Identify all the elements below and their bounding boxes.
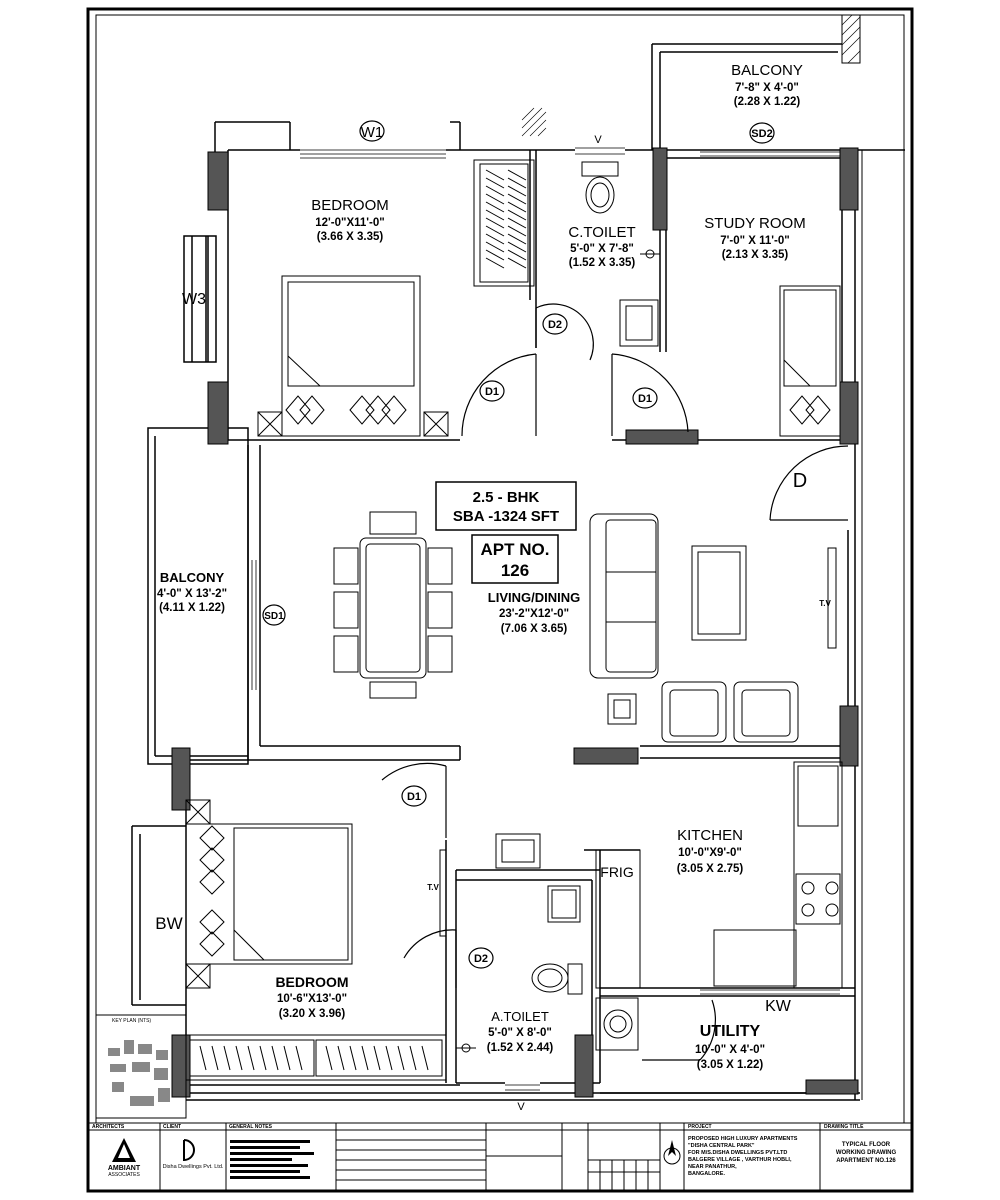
- utility-size: 10'-0" X 4'-0": [695, 1044, 765, 1056]
- bhk-info-box: [435, 481, 577, 531]
- study-size: 7'-0" X 11'-0": [720, 235, 789, 247]
- tag-tv-living: T.V: [819, 599, 831, 608]
- bedroom1-size: 12'-0"X11'-0": [315, 217, 384, 229]
- balcony-left-name: BALCONY: [160, 570, 225, 585]
- a-toilet-size: 5'-0" X 8'-0": [488, 1027, 552, 1039]
- bedroom2-furniture: [185, 799, 447, 1081]
- general-notes-label: GENERAL NOTES: [229, 1124, 273, 1130]
- project-line-3: FOR M/S.DISHA DWELLINGS PVT.LTD: [688, 1150, 787, 1156]
- project-label: PROJECT: [688, 1124, 712, 1130]
- a-toilet-metric: (1.52 X 2.44): [487, 1042, 554, 1054]
- kitchen-name: KITCHEN: [677, 827, 743, 844]
- architect-sub: ASSOCIATES: [108, 1172, 140, 1178]
- tag-tv-bed: T.V: [427, 883, 439, 892]
- project-line-5: NEAR PANATHUR,: [688, 1164, 737, 1170]
- a-toilet-name: A.TOILET: [491, 1009, 549, 1024]
- balcony-left-size: 4'-0" X 13'-2": [157, 588, 227, 600]
- bhk-label: 2.5 - BHK: [473, 489, 540, 506]
- drawing-title-line-1: TYPICAL FLOOR: [842, 1142, 891, 1148]
- architects-label: ARCHITECTS: [92, 1124, 125, 1130]
- tag-d1-bed: D1: [407, 791, 421, 803]
- architect-logo: [112, 1138, 136, 1162]
- balcony-top-size: 7'-8" X 4'-0": [735, 82, 799, 94]
- tag-frig: FRIG: [600, 864, 633, 880]
- tag-sd1: SD1: [264, 611, 284, 622]
- utility-metric: (3.05 X 1.22): [697, 1059, 764, 1071]
- c-toilet-size: 5'-0" X 7'-8": [570, 243, 634, 255]
- c-toilet-fixtures: [581, 161, 660, 347]
- living-size: 23'-2"X12'-0": [499, 608, 569, 620]
- doors: [381, 303, 849, 1061]
- architect-name: AMBIANT: [108, 1165, 141, 1172]
- apt-no-box: [471, 534, 559, 584]
- living-name: LIVING/DINING: [488, 590, 580, 605]
- bedroom1-name: BEDROOM: [311, 197, 389, 214]
- client-name: Disha Dwellings Pvt. Ltd.: [163, 1164, 224, 1170]
- study-furniture: [779, 285, 841, 437]
- tag-d2-top: D2: [548, 319, 562, 331]
- column-top-right: [841, 14, 861, 64]
- hatch-duct: [521, 107, 547, 137]
- tag-w1: W1: [361, 124, 384, 141]
- tag-w3: W3: [182, 291, 206, 308]
- drawing-title-line-2: WORKING DRAWING: [836, 1150, 897, 1156]
- tag-sd2: SD2: [751, 128, 772, 140]
- windows: [251, 147, 840, 1091]
- balcony-left-metric: (4.11 X 1.22): [159, 602, 225, 614]
- bedroom1-furniture: [257, 159, 535, 437]
- project-line-2: "DISHA CENTRAL PARK": [688, 1143, 755, 1149]
- hatch-top-right: [841, 14, 861, 64]
- kitchen-fixtures: [595, 761, 843, 1051]
- a-toilet-fixtures: [456, 833, 583, 1053]
- tag-d1-right: D1: [638, 393, 652, 405]
- project-line-1: PROPOSED HIGH LUXURY APARTMENTS: [688, 1136, 798, 1142]
- client-label: CLIENT: [163, 1124, 181, 1130]
- tag-d2-toilet: D2: [474, 953, 488, 965]
- living-metric: (7.06 X 3.65): [501, 623, 568, 635]
- study-name: STUDY ROOM: [704, 215, 805, 232]
- living-furniture: [333, 511, 837, 743]
- sba-label: SBA -1324 SFT: [453, 508, 559, 525]
- bedroom2-size: 10'-6"X13'-0": [277, 993, 347, 1005]
- bedroom2-name: BEDROOM: [275, 974, 348, 990]
- utility-name: UTILITY: [700, 1023, 761, 1040]
- study-metric: (2.13 X 3.35): [722, 249, 789, 261]
- tag-v-top: V: [594, 134, 602, 146]
- balcony-top-name: BALCONY: [731, 62, 803, 79]
- tag-d1-left: D1: [485, 386, 499, 398]
- apt-no-label: APT NO.: [481, 540, 550, 559]
- bedroom1-metric: (3.66 X 3.35): [317, 231, 384, 243]
- title-block: [87, 1122, 913, 1192]
- tag-d-main: D: [793, 470, 807, 492]
- north-arrow-icon: [663, 1140, 681, 1165]
- c-toilet-name: C.TOILET: [568, 224, 635, 241]
- kitchen-metric: (3.05 X 2.75): [677, 863, 744, 875]
- key-plan-box: [95, 1014, 187, 1119]
- bedroom2-metric: (3.20 X 3.96): [279, 1008, 346, 1020]
- key-plan-label: KEY PLAN (NTS): [112, 1018, 151, 1024]
- project-line-4: BALGERE VILLAGE , VARTHUR HOBLI,: [688, 1157, 792, 1163]
- project-line-6: BANGALORE.: [688, 1171, 725, 1177]
- columns: [171, 147, 859, 1098]
- tag-kw: KW: [765, 998, 792, 1015]
- tag-v-bottom: V: [517, 1101, 525, 1113]
- kitchen-size: 10'-0"X9'-0": [678, 847, 742, 859]
- client-logo: [183, 1139, 195, 1162]
- drawing-title-label: DRAWING TITLE: [824, 1124, 864, 1130]
- c-toilet-metric: (1.52 X 3.35): [569, 257, 636, 269]
- balcony-top-metric: (2.28 X 1.22): [734, 96, 801, 108]
- apt-no-value: 126: [501, 561, 529, 580]
- tag-bw: BW: [155, 914, 182, 933]
- general-notes-lines: [230, 1140, 314, 1179]
- tag-circles: [262, 120, 775, 969]
- drawing-title-line-3: APARTMENT NO.126: [836, 1158, 896, 1164]
- key-plan-sketch: [108, 1040, 170, 1106]
